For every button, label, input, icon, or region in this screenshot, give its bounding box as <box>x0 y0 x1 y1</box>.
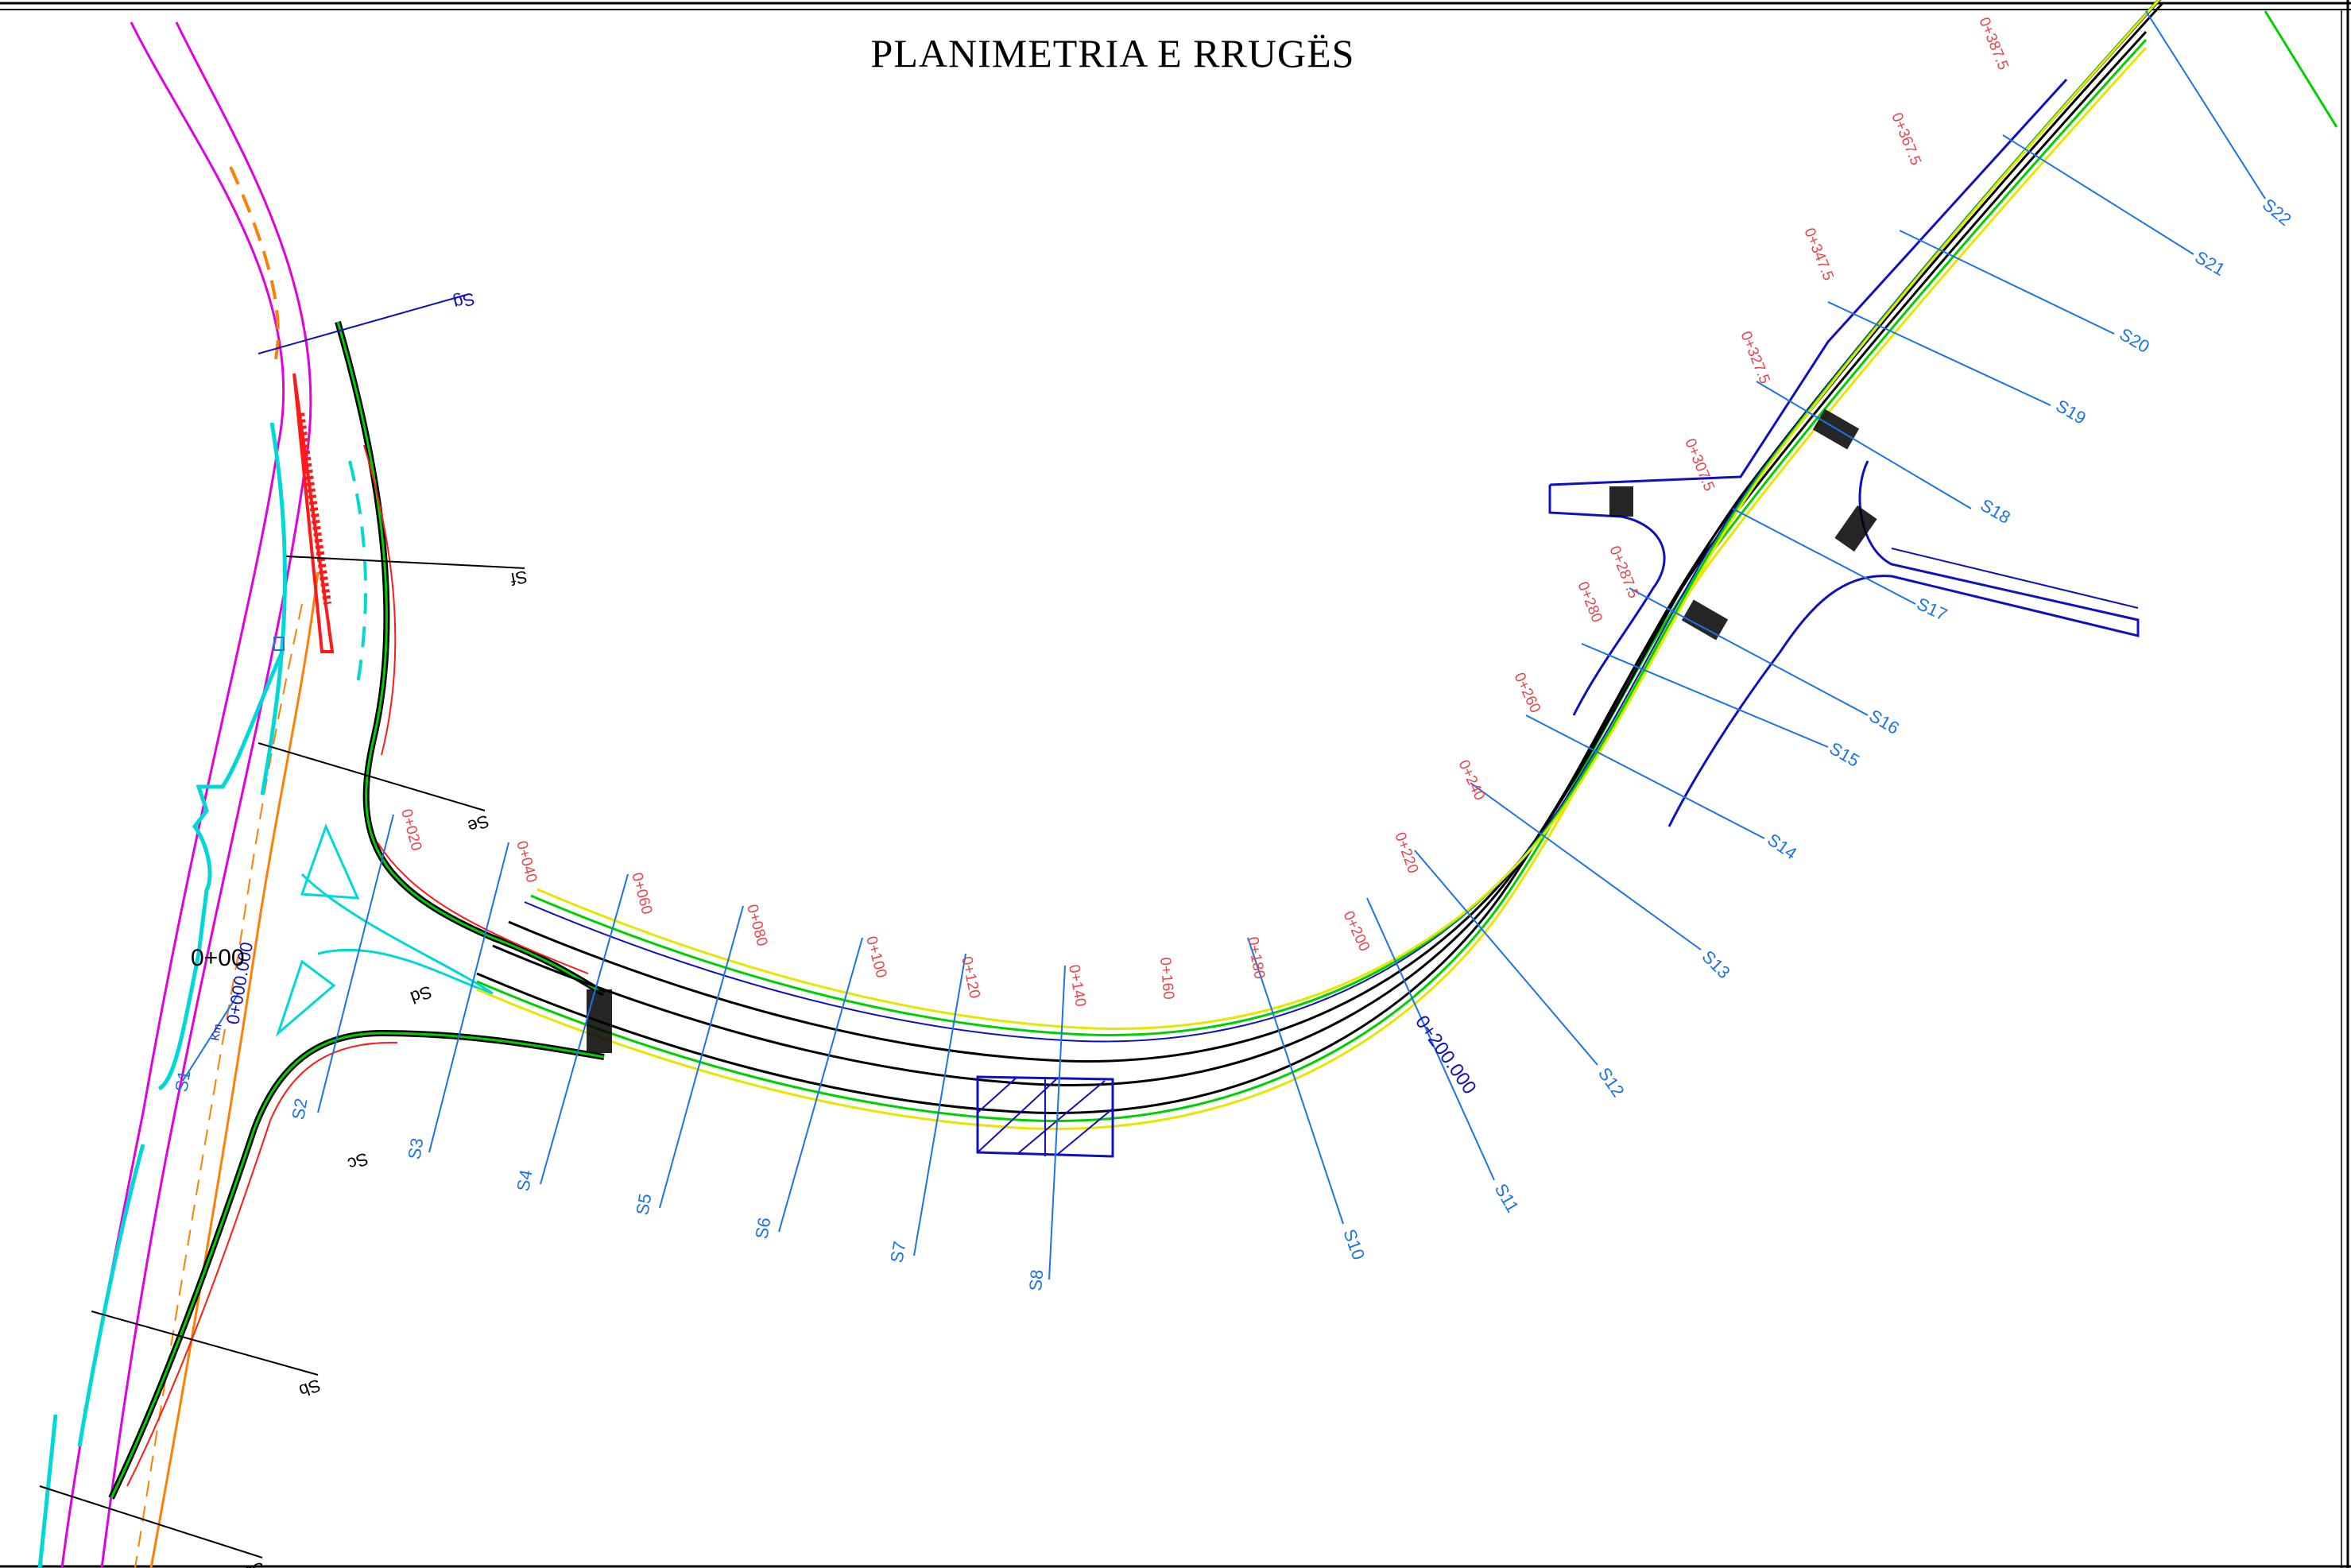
section-line-s13 <box>1470 782 1702 950</box>
pedestrian-crossings <box>587 408 1877 1053</box>
station-label: 0+240 <box>1454 757 1488 803</box>
section-line-s1 <box>182 993 239 1082</box>
section-label-s16: S16 <box>1866 706 1903 738</box>
section-line-s15 <box>1581 643 1829 748</box>
station-label: 0+387.5 <box>1975 15 2011 72</box>
section-label-s15: S15 <box>1826 738 1863 771</box>
section-label-s6: S6 <box>751 1216 774 1241</box>
section-label-s17: S17 <box>1914 594 1950 625</box>
branch-section-lines: Sa Sb Sc Sd Se Sf Sg <box>39 288 529 1568</box>
red-hatch-island <box>292 373 335 653</box>
branch-line-sa <box>39 1485 263 1558</box>
section-label-s22: S22 <box>2259 195 2295 230</box>
section-line-s14 <box>1525 714 1765 839</box>
branch-label-sf: Sf <box>509 567 529 589</box>
section-label-s11: S11 <box>1491 1180 1523 1216</box>
section-label-s12: S12 <box>1594 1064 1629 1101</box>
station-label: 0+060 <box>628 871 655 916</box>
station-label: 0+367.5 <box>1888 110 1923 168</box>
station-label: 0+327.5 <box>1737 329 1772 386</box>
section-label-s8: S8 <box>1025 1268 1047 1291</box>
chainage-prefix-label: Km <box>208 1023 223 1041</box>
drawing-title: PLANIMETRIA E RRUGËS <box>870 31 1355 75</box>
section-label-s3: S3 <box>404 1136 427 1161</box>
chainage-mid-label: 0+200.000 <box>1411 1012 1481 1098</box>
section-line-s3 <box>428 842 509 1153</box>
branch-line-sg <box>258 293 470 354</box>
section-label-s20: S20 <box>2117 324 2153 357</box>
station-label: 0+307.5 <box>1681 436 1717 494</box>
station-label: 0+040 <box>513 839 540 885</box>
section-line-s17 <box>1732 508 1916 605</box>
station-label: 0+020 <box>397 807 424 853</box>
section-line-s22 <box>2145 10 2266 199</box>
branch-label-sc: Sc <box>345 1148 371 1174</box>
branch-label-sa: Sa <box>240 1558 268 1568</box>
branch-label-se: Se <box>465 811 492 837</box>
section-line-s21 <box>2002 134 2194 255</box>
section-line-s8 <box>1048 965 1066 1280</box>
station-label: 0+280 <box>1574 579 1605 625</box>
section-label-s2: S2 <box>288 1097 311 1121</box>
station-label: 0+200 <box>1339 908 1373 954</box>
station-label: 0+080 <box>743 903 770 948</box>
station-label: 0+180 <box>1244 935 1268 980</box>
branch-line-sb <box>91 1311 319 1376</box>
side-streets <box>1548 78 2140 827</box>
station-label: 0+140 <box>1065 963 1089 1008</box>
section-line-s16 <box>1629 587 1869 716</box>
section-line-s20 <box>1899 230 2115 335</box>
station-label: 0+287.5 <box>1605 544 1641 601</box>
station-label: 0+100 <box>862 935 889 980</box>
section-label-s5: S5 <box>632 1192 655 1217</box>
section-label-s7: S7 <box>886 1240 909 1264</box>
section-line-s12 <box>1414 850 1598 1066</box>
bridge-hatch-box <box>976 1075 1114 1158</box>
section-line-s4 <box>540 873 629 1185</box>
main-road <box>476 0 2338 1130</box>
section-line-s19 <box>1827 301 2051 406</box>
section-line-s5 <box>659 905 744 1209</box>
branch-line-se <box>258 742 486 811</box>
section-line-s10 <box>1247 937 1344 1225</box>
existing-road <box>37 21 494 1568</box>
station-label: 0+160 <box>1156 957 1177 1001</box>
section-line-s11 <box>1366 897 1495 1181</box>
section-line-s18 <box>1756 381 1972 509</box>
station-label: 0+347.5 <box>1800 226 1836 283</box>
branch-road <box>108 320 606 1500</box>
section-line-s7 <box>913 953 966 1256</box>
station-label: 0+260 <box>1510 670 1543 715</box>
section-label-s4: S4 <box>513 1168 536 1193</box>
section-label-s18: S18 <box>1977 495 2014 528</box>
section-label-s10: S10 <box>1339 1226 1369 1262</box>
section-line-s2 <box>317 814 394 1113</box>
section-label-s14: S14 <box>1764 830 1800 864</box>
branch-label-sd: Sd <box>408 981 435 1008</box>
section-label-s13: S13 <box>1698 947 1733 982</box>
branch-label-sg: Sg <box>451 288 477 313</box>
section-label-s21: S21 <box>2192 247 2229 280</box>
section-label-s19: S19 <box>2053 396 2090 428</box>
section-line-s6 <box>778 937 863 1233</box>
branch-label-sb: Sb <box>296 1375 323 1401</box>
section-label-s1: S1 <box>171 1069 194 1094</box>
branch-line-sf <box>285 556 525 569</box>
chainage-start-short-label: 0+00 <box>191 945 245 971</box>
